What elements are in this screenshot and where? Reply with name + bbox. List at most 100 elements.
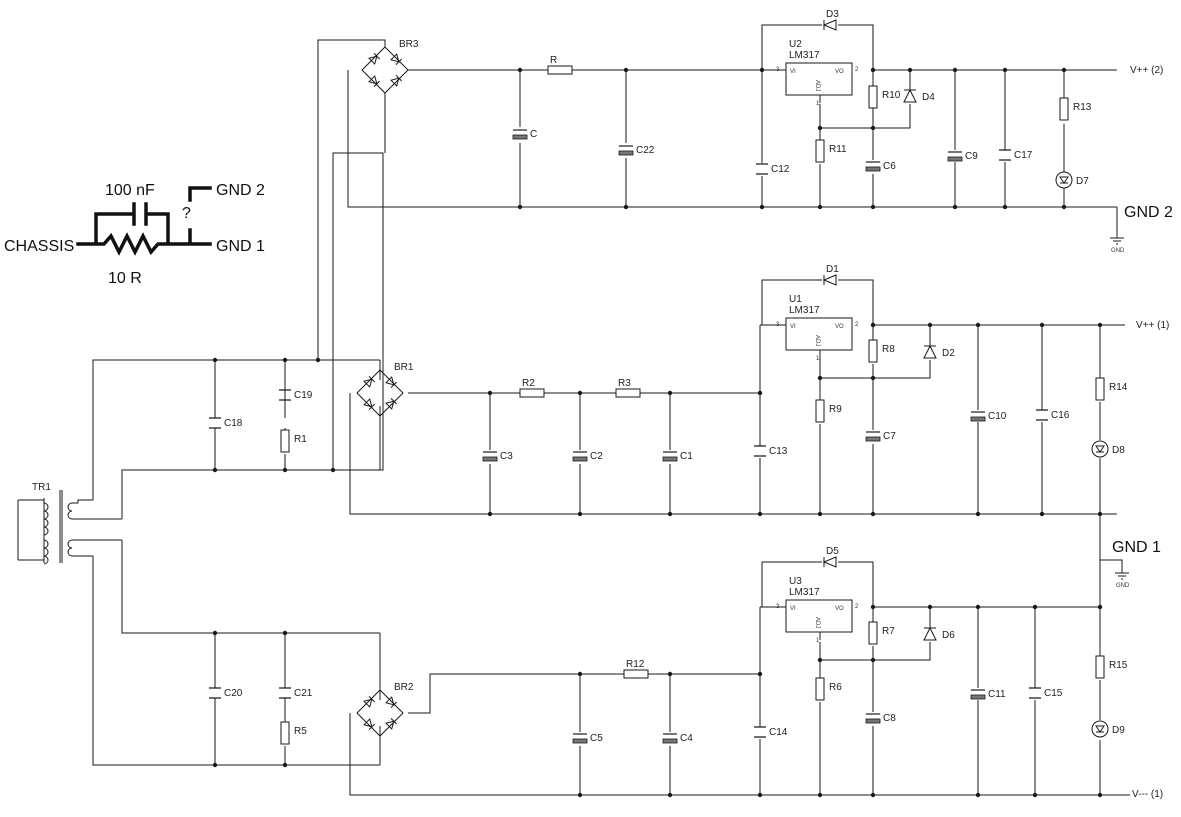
label-c15: C15 (1044, 688, 1063, 699)
inset-chassis-label: CHASSIS (4, 238, 74, 255)
label-c22: C22 (636, 145, 655, 156)
junction (759, 67, 765, 73)
label-r10: R10 (882, 90, 901, 101)
section-top (92, 24, 1118, 519)
junction (487, 390, 493, 396)
bridge-rectifier-br1 (356, 369, 404, 417)
label-vneg: V--- (1) (1132, 789, 1163, 800)
capacitor-c21 (279, 687, 291, 699)
label-vpp2: V++ (2) (1130, 65, 1163, 76)
electrolytic-capacitor-c8 (865, 713, 881, 724)
label-lm317: LM317 (789, 305, 820, 316)
junction (1097, 604, 1103, 610)
ground-symbol (1115, 565, 1129, 580)
capacitor-c18 (209, 417, 221, 429)
junction (212, 357, 218, 363)
label-r7: R7 (882, 626, 895, 637)
led-d9 (1091, 720, 1109, 738)
label-c17: C17 (1014, 150, 1033, 161)
electrolytic-capacitor-c10 (970, 411, 986, 422)
junction (667, 390, 673, 396)
junction (577, 671, 583, 677)
label-u2: U2 (789, 39, 802, 50)
capacitor-c13 (754, 445, 766, 457)
junction (817, 204, 823, 210)
label-d4: D4 (922, 92, 935, 103)
junction (212, 762, 218, 768)
pin-2: 2 (855, 67, 859, 73)
label-d3: D3 (826, 9, 839, 20)
electrolytic-capacitor-c3 (482, 451, 498, 462)
junction (975, 511, 981, 517)
junction (282, 357, 288, 363)
electrolytic-capacitor-c7 (865, 431, 881, 442)
label-c10: C10 (988, 411, 1007, 422)
junction (330, 467, 336, 473)
capacitor-c12 (756, 163, 768, 175)
junction (817, 375, 823, 381)
gnd-symbol-text: GND (1116, 583, 1130, 589)
inset-wiring (76, 186, 212, 256)
label-c14: C14 (769, 727, 788, 738)
transformer-tr1: TR1 (17, 482, 122, 565)
junction (975, 322, 981, 328)
pin-2: 2 (855, 322, 859, 328)
electrolytic-capacitor-c (512, 129, 528, 140)
label-lm317: LM317 (789, 587, 820, 598)
junction (927, 604, 933, 610)
resistor-r6 (815, 677, 825, 701)
resistor-r9 (815, 399, 825, 423)
label-c13: C13 (769, 446, 788, 457)
pin-3: 3 (776, 322, 780, 328)
label-c12: C12 (771, 164, 790, 175)
resistor-r8 (868, 339, 878, 363)
zener-diode-d2 (923, 344, 937, 359)
junction (757, 511, 763, 517)
junction (870, 204, 876, 210)
label-c16: C16 (1051, 410, 1070, 421)
pin-3: 3 (776, 67, 780, 73)
regulator-u1 (785, 317, 853, 358)
label-c2: C2 (590, 451, 603, 462)
junction (817, 125, 823, 131)
label-c: C (530, 129, 537, 140)
section-middle (93, 279, 1125, 610)
label-br1: BR1 (394, 362, 414, 373)
regulator-u2 (785, 62, 853, 103)
resistor-r2 (519, 388, 545, 398)
label-c18: C18 (224, 418, 243, 429)
diode-d5 (822, 556, 837, 568)
label-r15: R15 (1109, 660, 1128, 671)
junction (667, 671, 673, 677)
capacitor-c15 (1029, 687, 1041, 699)
electrolytic-capacitor-c4 (662, 733, 678, 744)
capacitor-c17 (999, 149, 1011, 161)
label-d6: D6 (942, 630, 955, 641)
section-bottom (92, 540, 1130, 796)
led-d7 (1055, 171, 1073, 189)
label-r9: R9 (829, 404, 842, 415)
resistor-r13 (1059, 97, 1069, 121)
electrolytic-capacitor-c22 (618, 145, 634, 156)
inset-cap-value: 100 nF (105, 182, 155, 199)
label-u3: U3 (789, 576, 802, 587)
junction (282, 630, 288, 636)
pin-vi: VI (790, 324, 796, 330)
electrolytic-capacitor-c5 (572, 733, 588, 744)
junction (487, 511, 493, 517)
junction (952, 204, 958, 210)
pin-vi: VI (790, 606, 796, 612)
electrolytic-capacitor-c9 (947, 151, 963, 162)
inset-question-mark: ? (182, 205, 191, 222)
led-d8 (1091, 440, 1109, 458)
label-r5: R5 (294, 726, 307, 737)
junction (315, 357, 321, 363)
pin-adj: ADJ (814, 80, 820, 91)
junction (817, 792, 823, 798)
junction (1002, 204, 1008, 210)
junction (577, 390, 583, 396)
label-d2: D2 (942, 348, 955, 359)
label-c19: C19 (294, 390, 313, 401)
resistor-r1 (280, 429, 290, 453)
